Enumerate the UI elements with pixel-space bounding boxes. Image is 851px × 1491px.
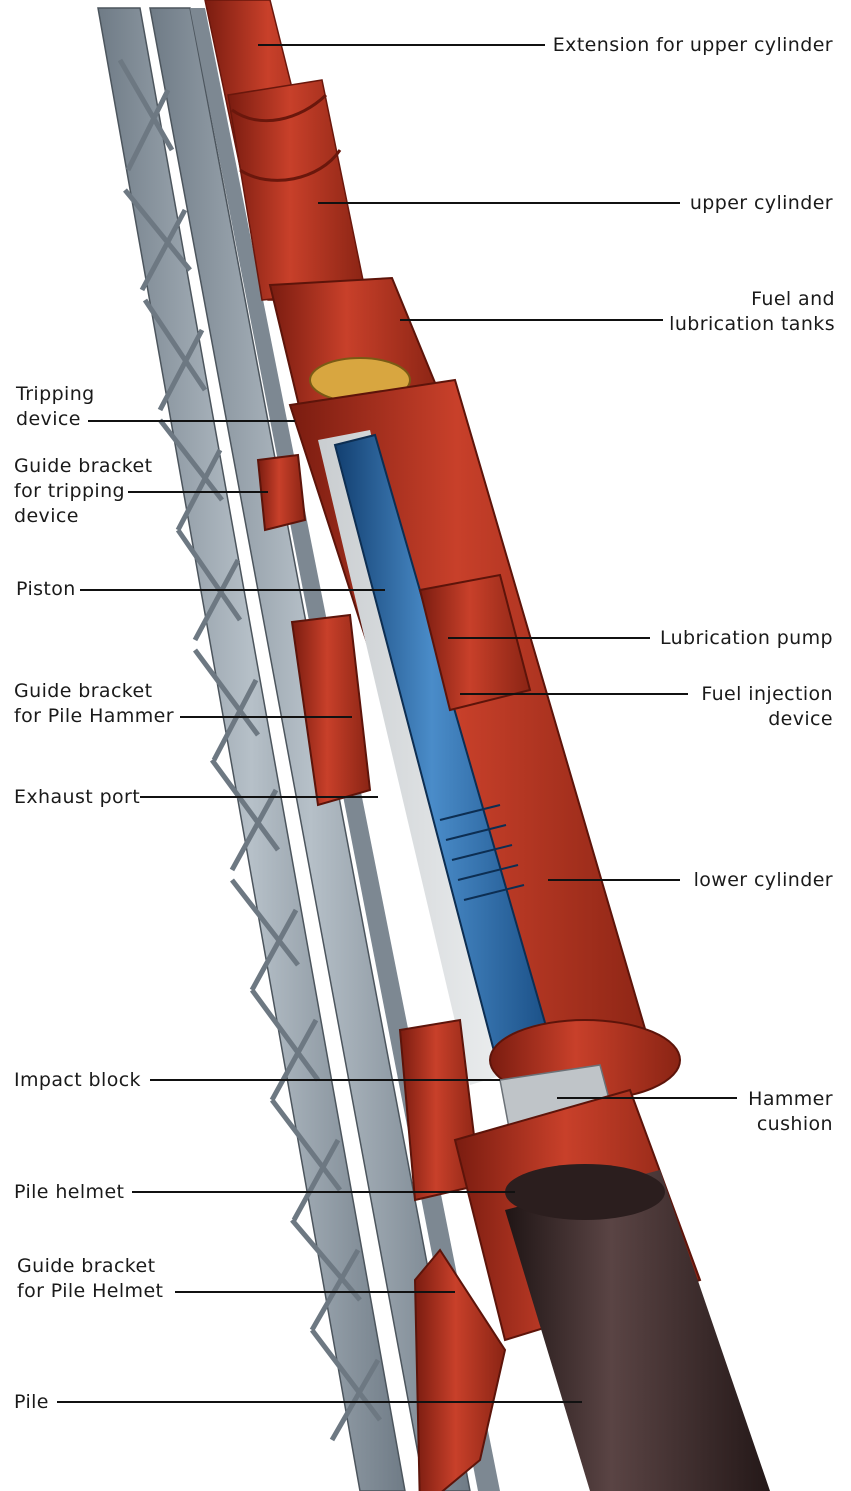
label-guide-bracket-helmet: Guide bracket for Pile Helmet <box>17 1254 163 1304</box>
label-guide-bracket-hammer: Guide bracket for Pile Hammer <box>14 679 174 729</box>
label-fuel-injection: Fuel injection device <box>701 682 833 732</box>
label-guide-bracket-tripping: Guide bracket for tripping device <box>14 454 152 529</box>
label-exhaust-port: Exhaust port <box>14 785 140 810</box>
label-pile: Pile <box>14 1390 49 1415</box>
label-extension-upper-cylinder: Extension for upper cylinder <box>553 33 833 58</box>
pile <box>505 1164 770 1491</box>
label-fuel-tanks: Fuel and lubrication tanks <box>669 287 835 337</box>
label-piston: Piston <box>16 577 76 602</box>
label-tripping-device: Tripping device <box>16 382 95 432</box>
label-lower-cylinder: lower cylinder <box>694 868 833 893</box>
label-pile-helmet: Pile helmet <box>14 1180 124 1205</box>
label-hammer-cushion: Hammer cushion <box>748 1087 833 1137</box>
label-lubrication-pump: Lubrication pump <box>660 626 833 651</box>
label-impact-block: Impact block <box>14 1068 141 1093</box>
label-upper-cylinder: upper cylinder <box>690 191 833 216</box>
